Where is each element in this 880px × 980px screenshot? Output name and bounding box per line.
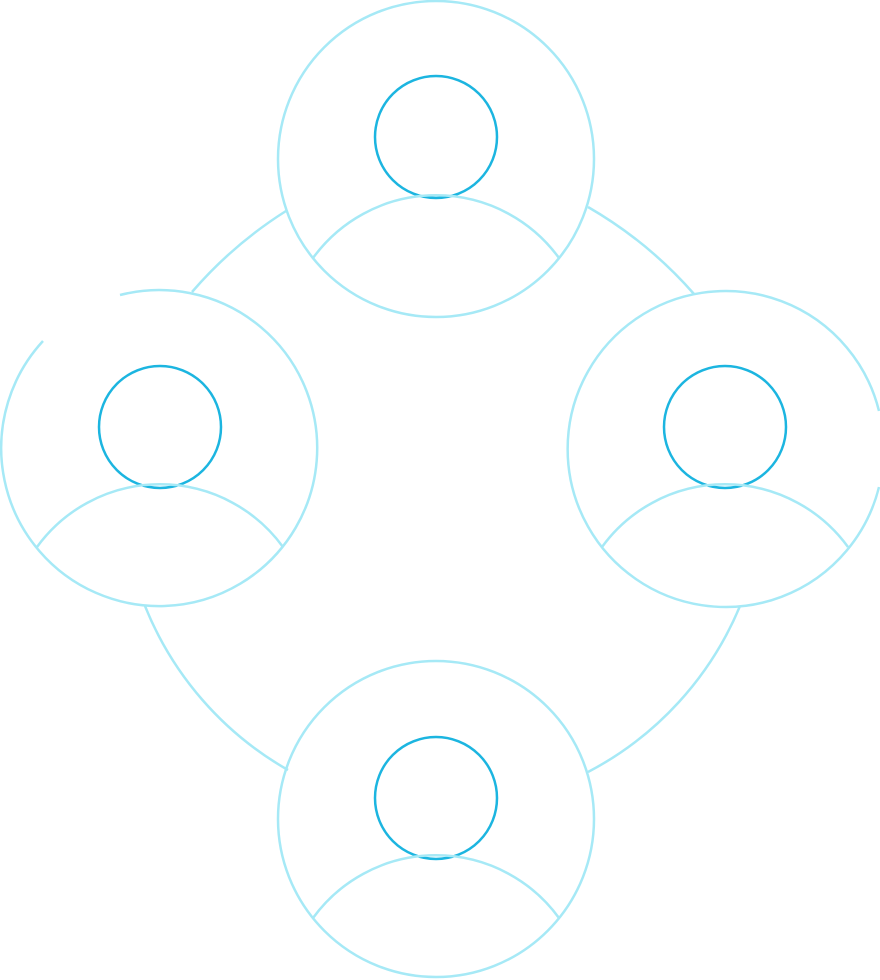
user-shoulders-icon — [600, 483, 850, 548]
connection-arc-bottom-right — [587, 605, 742, 774]
user-head-icon — [97, 364, 223, 490]
connection-arc-top-left — [191, 209, 287, 293]
user-head-icon — [662, 364, 788, 490]
user-head-icon — [373, 735, 499, 861]
user-node-bottom — [276, 659, 596, 979]
node-outline — [276, 0, 596, 319]
user-node-top — [276, 0, 596, 319]
connection-ring — [143, 205, 742, 774]
connection-arc-bottom-left — [143, 605, 289, 772]
user-shoulders-icon — [311, 194, 561, 259]
connection-arc-top-right — [587, 205, 695, 295]
node-outline — [566, 289, 880, 609]
node-outline — [276, 659, 596, 979]
node-outline — [0, 288, 319, 608]
user-node-right — [566, 289, 880, 609]
user-shoulders-icon — [35, 483, 285, 548]
user-head-icon — [373, 74, 499, 200]
user-shoulders-icon — [311, 854, 561, 919]
user-node-left — [0, 288, 319, 608]
